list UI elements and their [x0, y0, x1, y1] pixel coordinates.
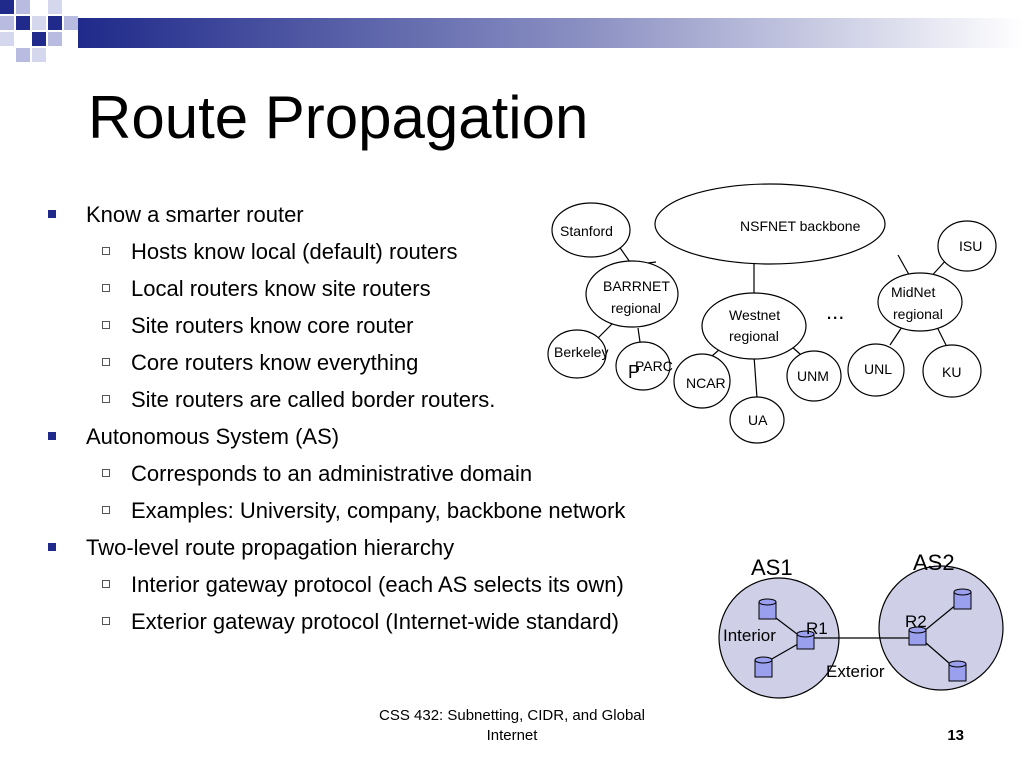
hollow-square-bullet-icon	[102, 469, 110, 477]
footer-line-2: Internet	[486, 727, 538, 744]
interior-link	[917, 599, 963, 637]
link-line	[781, 337, 801, 355]
unm-node	[786, 350, 842, 402]
bullet-item: Autonomous System (AS)	[46, 418, 726, 455]
isu-node	[937, 220, 997, 272]
sub-bullet-item: Site routers are called border routers.	[46, 381, 726, 418]
bullet-text: Two-level route propagation hierarchy	[86, 535, 455, 560]
interior-link	[767, 611, 806, 641]
label-backbone: NSFNET backbone	[740, 218, 861, 234]
link-line	[933, 320, 947, 346]
label-interior: Interior	[723, 626, 776, 645]
bullet-text: Site routers are called border routers.	[131, 387, 496, 412]
label-westnet-1: Westnet	[729, 307, 780, 323]
link-line	[753, 355, 758, 399]
bullet-text: Examples: University, company, backbone …	[131, 498, 626, 523]
sub-bullet-item: Local routers know site routers	[46, 270, 726, 307]
slide-title: Route Propagation	[88, 84, 589, 151]
label-r1: R1	[806, 619, 828, 638]
interior-link	[917, 635, 958, 671]
square-bullet-icon	[48, 210, 56, 218]
hollow-square-bullet-icon	[102, 321, 110, 329]
as1-host-icon	[754, 656, 773, 678]
label-ellipsis: ...	[826, 299, 844, 324]
label-r2: R2	[905, 612, 927, 631]
r2-router-icon	[908, 626, 927, 646]
label-exterior: Exterior	[826, 662, 885, 681]
as1-region	[718, 577, 840, 699]
link-line	[897, 254, 913, 281]
label-unm: UNM	[797, 368, 829, 384]
label-as1: AS1	[751, 555, 793, 580]
bullet-text: Core routers know everything	[131, 350, 419, 375]
label-midnet-2: regional	[893, 306, 943, 322]
link-line	[926, 257, 949, 282]
footer-line-1: CSS 432: Subnetting, CIDR, and Global	[379, 707, 645, 724]
as1-host-icon	[758, 598, 777, 620]
link-line	[889, 323, 905, 346]
sub-bullet-item: Examples: University, company, backbone …	[46, 492, 726, 529]
hollow-square-bullet-icon	[102, 617, 110, 625]
hollow-square-bullet-icon	[102, 247, 110, 255]
unl-node	[847, 343, 905, 397]
label-as2: AS2	[913, 550, 955, 575]
sub-bullet-item: Site routers know core router	[46, 307, 726, 344]
bullet-text: Site routers know core router	[131, 313, 414, 338]
sub-bullet-item: Exterior gateway protocol (Internet-wide…	[46, 603, 726, 640]
hollow-square-bullet-icon	[102, 395, 110, 403]
hollow-square-bullet-icon	[102, 506, 110, 514]
slide-footer: CSS 432: Subnetting, CIDR, and Global In…	[340, 706, 684, 746]
sub-bullet-item: Hosts know local (default) routers	[46, 233, 726, 270]
ku-node	[922, 344, 982, 398]
bullet-item: Two-level route propagation hierarchy	[46, 529, 726, 566]
ua-node	[729, 396, 785, 444]
bullet-item: Know a smarter router	[46, 196, 726, 233]
r1-router-icon	[796, 630, 815, 650]
bullet-text: Corresponds to an administrative domain	[131, 461, 533, 486]
hollow-square-bullet-icon	[102, 580, 110, 588]
header-decoration	[0, 0, 1024, 62]
as2-host-icon	[948, 660, 967, 682]
square-bullet-icon	[48, 432, 56, 440]
bullet-text: Local routers know site routers	[131, 276, 431, 301]
label-midnet-1: MidNet	[891, 284, 935, 300]
hollow-square-bullet-icon	[102, 358, 110, 366]
page-number: 13	[947, 727, 964, 744]
label-unl: UNL	[864, 361, 892, 377]
hollow-square-bullet-icon	[102, 284, 110, 292]
sub-bullet-item: Core routers know everything	[46, 344, 726, 381]
bullet-text: Interior gateway protocol (each AS selec…	[131, 572, 624, 597]
midnet-node	[877, 272, 963, 332]
as2-region	[878, 565, 1004, 691]
sub-bullet-item: Interior gateway protocol (each AS selec…	[46, 566, 726, 603]
interior-link	[762, 639, 806, 665]
label-ku: KU	[942, 364, 961, 380]
bullet-text: Know a smarter router	[86, 202, 304, 227]
as-diagram: AS1 AS2 R1 R2 Interior Exterior	[718, 550, 1004, 699]
bullet-text: Hosts know local (default) routers	[131, 239, 458, 264]
as2-host-icon	[953, 588, 972, 610]
label-isu: ISU	[959, 238, 982, 254]
label-ua: UA	[748, 412, 768, 428]
bullet-text: Exterior gateway protocol (Internet-wide…	[131, 609, 619, 634]
square-bullet-icon	[48, 543, 56, 551]
sub-bullet-item: Corresponds to an administrative domain	[46, 455, 726, 492]
label-westnet-2: regional	[729, 328, 779, 344]
bullet-text: Autonomous System (AS)	[86, 424, 340, 449]
